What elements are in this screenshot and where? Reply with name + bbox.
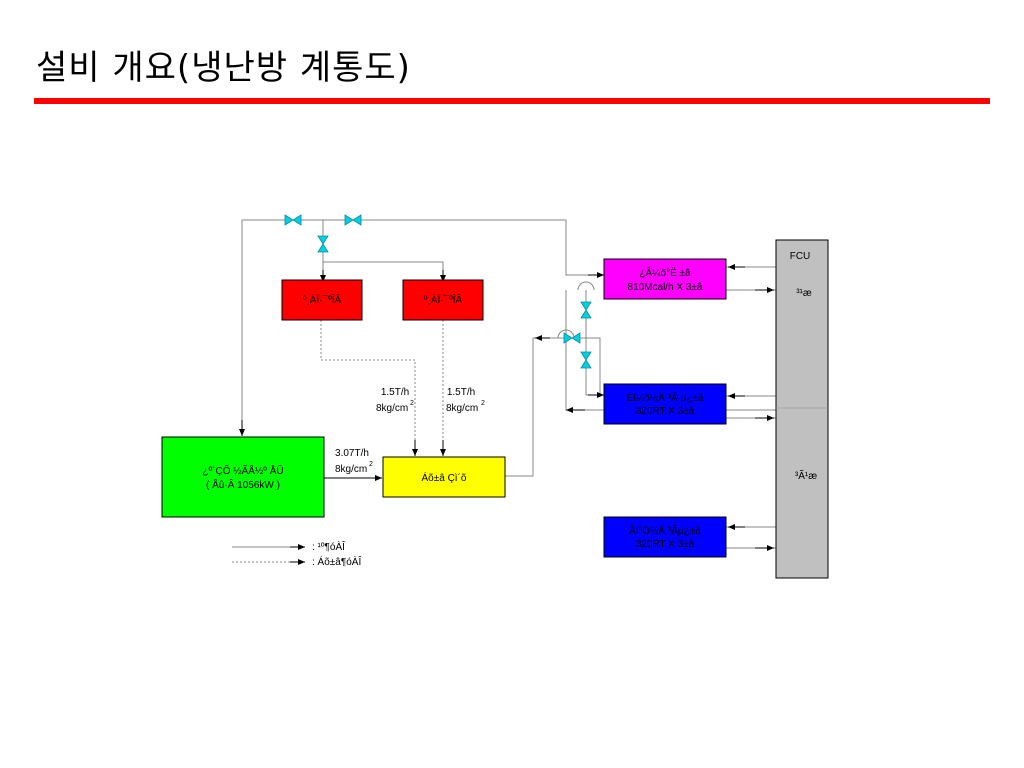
generator-line2: ( Åû·Â 1056kW ) xyxy=(206,478,280,491)
chiller-2-line2: 320RT X 3±â xyxy=(636,539,695,550)
legend-dashed-label: : Áõ±â¶óÀÎ xyxy=(312,555,362,568)
fcu-box xyxy=(775,239,829,579)
generator-box xyxy=(161,436,325,518)
chiller-1-line1: Èí¼ö½Ä ³Ã µ¿±â xyxy=(627,391,704,404)
flow-2-rate: 1.5T/h xyxy=(447,387,475,398)
pipe-top-loop xyxy=(241,219,600,436)
valve-boiler-feed xyxy=(317,235,329,253)
page-title: 설비 개요(냉난방 계통도) xyxy=(36,48,411,88)
fcu-heating-label: ³­¹æ xyxy=(796,288,812,299)
valve-right-1 xyxy=(580,301,592,319)
chiller-1-line2: 320RT X 3±â xyxy=(636,406,695,417)
valve-top-1 xyxy=(284,214,302,226)
legend: : ¹º¶óÀÎ : Áõ±â¶óÀÎ xyxy=(232,540,362,568)
boiler-2-label: º¸ÀÏ·¯ºÎÂ xyxy=(424,293,463,306)
arrows xyxy=(239,264,774,551)
flow-3-pressure: 8kg/cm xyxy=(335,464,367,475)
boiler-1-label: º¸ÀÏ·¯ºÎÂ xyxy=(303,293,342,306)
absorber-line2: 810Mcal/h X 3±â xyxy=(628,282,703,293)
chiller-1-box xyxy=(603,383,727,425)
crossovers xyxy=(557,281,595,339)
chiller-2-line1: ÅÍºÒ½Ä ³Ãµ¿±â xyxy=(629,524,701,537)
chiller-2-box xyxy=(603,516,727,558)
fcu-cooling-label: ³Ã¹æ xyxy=(795,469,817,482)
boiler-2-box xyxy=(402,279,484,321)
valve-right-3 xyxy=(580,351,592,369)
absorber-line1: ¿Â¼ö°Ë ±â xyxy=(639,266,691,279)
flow-1-exp: 2 xyxy=(410,400,414,407)
flow-2-exp: 2 xyxy=(481,400,485,407)
boiler-1-box xyxy=(281,279,363,321)
crossover-2 xyxy=(557,329,575,339)
steam-lines xyxy=(320,320,444,456)
flow-1-rate: 1.5T/h xyxy=(381,387,409,398)
steam-boiler1 xyxy=(320,320,416,456)
flow-3-rate: 3.07T/h xyxy=(335,448,369,459)
absorber-box xyxy=(603,258,727,300)
fcu-title: FCU xyxy=(790,251,811,262)
valve-right-2 xyxy=(563,332,581,344)
steam-header-label: Áõ±â Çì´õ xyxy=(422,471,467,484)
steam-header-box xyxy=(382,456,506,498)
pipe-boiler-feed xyxy=(322,220,444,280)
flow-2-pressure: 8kg/cm xyxy=(446,403,478,414)
legend-solid-label: : ¹º¶óÀÎ xyxy=(312,540,346,553)
title-underline xyxy=(34,98,990,104)
generator-line1: ¿­º´ÇÕ ½ÃÅ½º ÅÛ xyxy=(202,464,283,477)
flow-1-pressure: 8kg/cm xyxy=(376,403,408,414)
pipe-header-to-chiller xyxy=(505,337,601,477)
valve-top-2 xyxy=(344,214,362,226)
flow-3-exp: 2 xyxy=(369,461,373,468)
crossover-1 xyxy=(577,281,595,291)
